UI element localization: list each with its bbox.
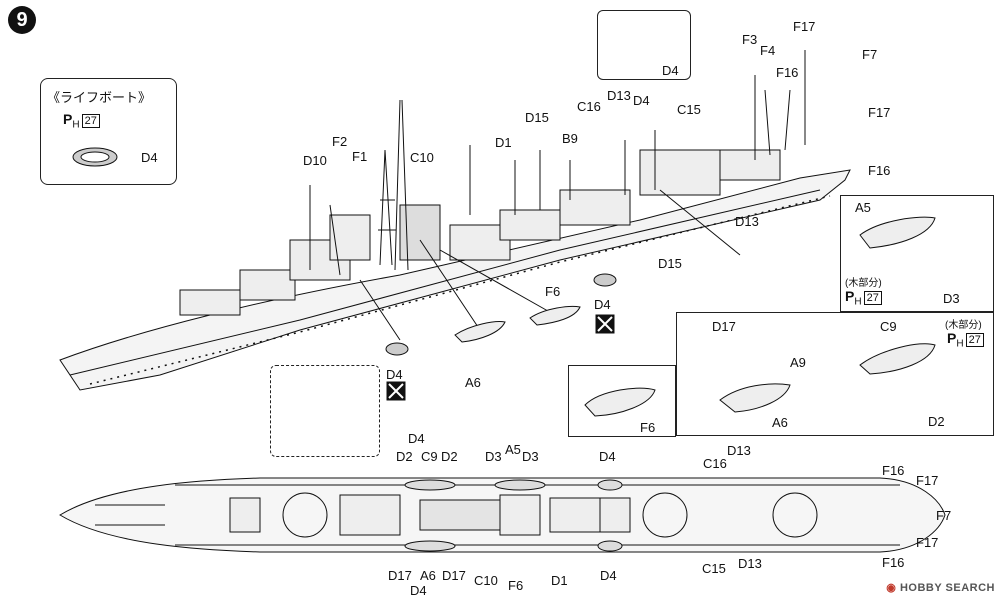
part-label: F2 — [332, 134, 347, 149]
plan-view-labels: D4 D2 C9 D2 D3 A5 D3 D4 C16 D13 F16 F17 … — [388, 431, 951, 598]
part-label: D3 — [943, 291, 960, 306]
part-label: D13 — [735, 214, 759, 229]
part-label: D15 — [525, 110, 549, 125]
part-label: D13 — [607, 88, 631, 103]
part-label: A5 — [505, 442, 521, 457]
part-label: F6 — [508, 578, 523, 593]
part-label: D17 — [442, 568, 466, 583]
part-label: C16 — [703, 456, 727, 471]
part-label: D1 — [551, 573, 568, 588]
part-label: D13 — [727, 443, 751, 458]
part-label: F16 — [868, 163, 890, 178]
part-label: F16 — [882, 555, 904, 570]
part-label: F16 — [776, 65, 798, 80]
part-label: D17 — [712, 319, 736, 334]
part-label: D10 — [303, 153, 327, 168]
part-label: C15 — [702, 561, 726, 576]
part-label: A6 — [772, 415, 788, 430]
part-label: D4 — [410, 583, 427, 598]
inset-detail-lower — [270, 365, 380, 457]
part-label: D4 — [599, 449, 616, 464]
part-label: D2 — [396, 449, 413, 464]
part-label: D4 — [633, 93, 650, 108]
part-label: A5 — [855, 200, 871, 215]
part-label: C15 — [677, 102, 701, 117]
paint-note: (木部分) — [845, 278, 882, 289]
part-label: D13 — [738, 556, 762, 571]
part-label: F7 — [862, 47, 877, 62]
part-label: F3 — [742, 32, 757, 47]
part-label: D4 — [386, 367, 403, 382]
part-label: D3 — [522, 449, 539, 464]
part-label: D4 — [408, 431, 425, 446]
lifeboat-title: 《ライフボート》 — [47, 90, 152, 105]
part-label: F1 — [352, 149, 367, 164]
part-label: F17 — [868, 105, 890, 120]
part-label: B9 — [562, 131, 578, 146]
part-label: A9 — [790, 355, 806, 370]
part-label: C16 — [577, 99, 601, 114]
part-label: F6 — [545, 284, 560, 299]
part-label: C9 — [880, 319, 897, 334]
lifeboat-part-label: D4 — [141, 150, 158, 165]
part-label: F7 — [936, 508, 951, 523]
part-label: A6 — [465, 375, 481, 390]
part-label: D4 — [600, 568, 617, 583]
part-label: D4 — [594, 297, 611, 312]
part-label: D17 — [388, 568, 412, 583]
part-label: D1 — [495, 135, 512, 150]
part-label: C10 — [410, 150, 434, 165]
part-label: D2 — [441, 449, 458, 464]
part-label: F17 — [793, 19, 815, 34]
part-label: F4 — [760, 43, 775, 58]
part-label: F17 — [916, 473, 938, 488]
part-label: F17 — [916, 535, 938, 550]
step-number-badge: 9 — [8, 6, 36, 34]
part-label: D4 — [662, 63, 679, 78]
part-label: D15 — [658, 256, 682, 271]
inset-detail-top — [597, 10, 691, 80]
part-label: D3 — [485, 449, 502, 464]
hull-side — [59, 169, 851, 391]
side-view-labels: F2 F1 D10 C10 D1 D15 B9 C16 D13 D4 C15 F… — [303, 19, 890, 390]
part-label: C9 — [421, 449, 438, 464]
part-label: F16 — [882, 463, 904, 478]
part-label: C10 — [474, 573, 498, 588]
part-label: F6 — [640, 420, 655, 435]
part-label: A6 — [420, 568, 436, 583]
detail-box-labels: A5 D3 D17 A9 A6 C9 D2 F6 — [640, 200, 960, 435]
part-label: D2 — [928, 414, 945, 429]
paint-note: (木部分) — [945, 320, 982, 331]
watermark: ◉ HOBBY SEARCH — [886, 582, 995, 594]
